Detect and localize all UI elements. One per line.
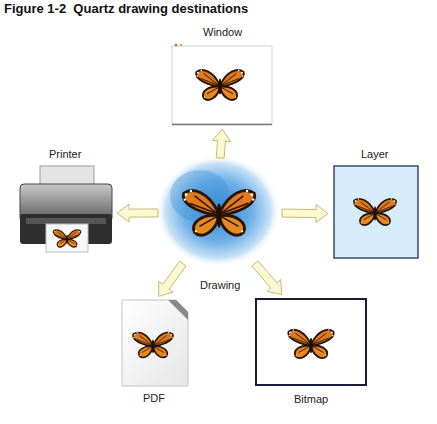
layer-icon: [334, 166, 418, 258]
printer-icon: [20, 166, 112, 252]
hollow-arrow: [159, 261, 186, 296]
destination-node: PDF: [118, 298, 190, 405]
destination-node: Window: [171, 25, 274, 127]
hollow-arrow: [282, 205, 328, 223]
hollow-arrow: [117, 204, 158, 222]
destination-node: Drawing: [160, 160, 280, 262]
destination-node: Bitmap: [255, 296, 367, 405]
drawing-blob: [156, 155, 280, 267]
node-label: PDF: [143, 391, 165, 405]
hollow-arrow: [252, 261, 282, 295]
node-label: Layer: [361, 147, 389, 161]
node-label: Bitmap: [294, 392, 328, 406]
hollow-arrow: [213, 129, 231, 158]
pdf-icon: [122, 300, 188, 386]
node-label: Printer: [49, 147, 81, 161]
node-label: Drawing: [200, 278, 240, 292]
bitmap-icon: [256, 299, 366, 385]
figure-title: Figure 1-2 Quartz drawing destinations: [4, 1, 248, 17]
node-label: Window: [203, 25, 242, 39]
destination-node: Printer: [15, 147, 115, 252]
window-icon: [172, 44, 272, 125]
destination-node: Layer: [330, 147, 420, 260]
